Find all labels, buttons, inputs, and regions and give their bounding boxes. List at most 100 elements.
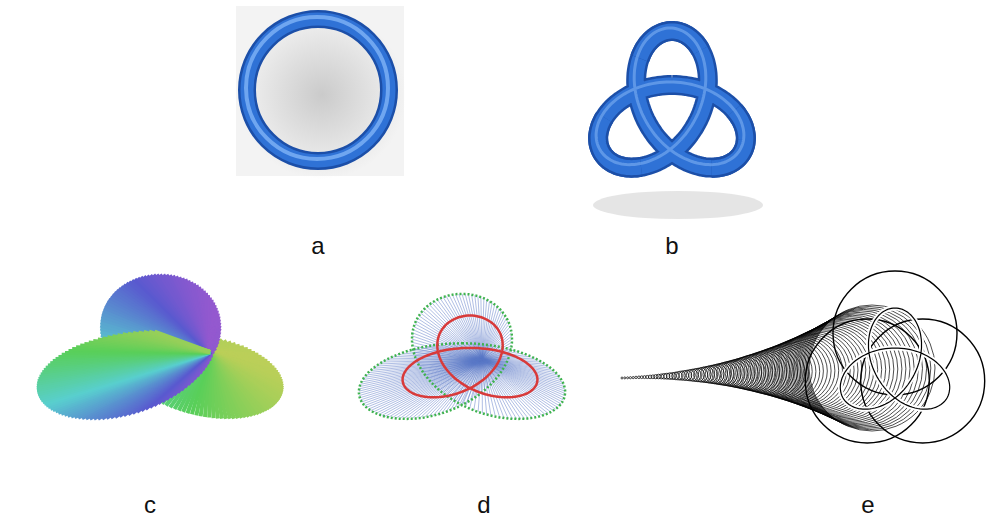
- surface-strip: [210, 352, 242, 418]
- inner-curve: [403, 316, 538, 398]
- panel-label: e: [861, 493, 874, 517]
- mesh-line: [482, 360, 553, 411]
- surface-strip: [210, 322, 220, 352]
- cone-circle: [786, 326, 874, 414]
- mesh-line: [482, 360, 487, 415]
- surface-strip: [149, 332, 210, 352]
- mesh-line: [482, 360, 565, 396]
- cone-circle: [732, 356, 766, 390]
- mesh-line: [482, 360, 565, 391]
- cone-circle: [621, 377, 623, 379]
- surface-strip: [188, 281, 210, 353]
- mesh-line: [475, 295, 482, 360]
- mesh-line: [482, 360, 517, 419]
- boundary-curve: [359, 294, 565, 419]
- mesh-line: [382, 360, 482, 362]
- surface-strip: [210, 352, 238, 418]
- knot-highlight: [596, 28, 744, 165]
- seifert-mesh: [359, 294, 565, 419]
- mesh-line: [482, 360, 532, 418]
- cone-circle: [684, 370, 695, 381]
- surface-strip: [210, 352, 234, 419]
- mesh-line: [482, 333, 512, 360]
- surface-strip: [210, 326, 220, 353]
- mesh-line: [361, 360, 482, 400]
- mesh-line: [481, 297, 482, 360]
- surface-strip: [155, 332, 210, 352]
- surface-strip: [197, 285, 211, 352]
- mesh-line: [482, 360, 485, 390]
- mesh-line: [482, 360, 512, 419]
- surface-strip: [144, 332, 210, 352]
- surface-strip: [37, 352, 210, 386]
- surface-strip: [48, 352, 210, 365]
- mesh-line: [366, 360, 482, 407]
- mesh-line: [482, 359, 508, 360]
- surface-strip: [210, 342, 218, 353]
- surface-strip: [37, 352, 210, 392]
- panel-label: c: [144, 493, 156, 517]
- knot-tube: [640, 31, 701, 58]
- panel-label: b: [665, 234, 678, 258]
- surface-strip: [44, 352, 210, 370]
- surface-strip: [210, 338, 219, 352]
- surface-strip: [210, 335, 219, 352]
- cone-circle: [629, 377, 631, 379]
- cone-circle: [638, 376, 641, 379]
- mesh-line: [472, 295, 482, 360]
- mesh-line: [468, 294, 482, 360]
- surface-strip: [37, 352, 210, 390]
- mesh-line: [366, 360, 482, 375]
- mesh-line: [446, 344, 482, 360]
- surface-strip: [191, 282, 210, 352]
- cone-circle: [781, 330, 862, 411]
- surface-strip: [41, 352, 210, 375]
- surface-strip: [210, 319, 219, 352]
- mesh-line: [379, 360, 482, 364]
- cone-circle: [624, 377, 626, 379]
- mesh-line: [373, 360, 482, 368]
- mesh-line: [365, 360, 482, 406]
- mesh-line: [459, 294, 482, 360]
- surface-strip: [37, 352, 210, 388]
- surface-strip: [38, 352, 210, 381]
- surface-strip: [210, 352, 222, 419]
- surface-strip: [40, 352, 210, 377]
- surface-strip: [39, 352, 210, 379]
- ring-shadow: [238, 11, 406, 179]
- surface-strip: [194, 283, 210, 352]
- mesh-line: [457, 343, 482, 360]
- mesh-line: [482, 360, 521, 419]
- panel-label: a: [311, 234, 324, 258]
- surface-strip: [210, 352, 226, 419]
- knot-shadow: [593, 191, 763, 219]
- cone-circle: [627, 377, 629, 379]
- knot-tube: [598, 118, 641, 168]
- unknot-ring: [246, 17, 389, 161]
- surface-strip: [37, 352, 210, 384]
- knot-tube: [598, 118, 641, 168]
- cone-circle: [632, 377, 634, 379]
- cone-circle: [635, 376, 637, 378]
- surface-strip: [210, 332, 220, 352]
- trefoil-knot: [593, 28, 763, 219]
- mesh-line: [482, 360, 536, 417]
- knot-core: [840, 308, 949, 409]
- mesh-line: [462, 294, 482, 360]
- mesh-line: [482, 360, 488, 387]
- mesh-line: [376, 360, 482, 366]
- surface-strip: [210, 316, 219, 352]
- surface-strip: [210, 352, 230, 419]
- panel-label: d: [477, 493, 490, 517]
- surface-strip: [185, 279, 210, 352]
- mesh-line: [482, 356, 509, 361]
- mesh-line: [482, 360, 528, 418]
- surface-strip: [210, 329, 220, 352]
- knot-core: [840, 308, 949, 409]
- surface-strip: [182, 278, 210, 352]
- mesh-line: [451, 344, 482, 360]
- mesh-line: [360, 360, 482, 384]
- cone-circle: [783, 328, 866, 411]
- knot-circle: [833, 271, 957, 395]
